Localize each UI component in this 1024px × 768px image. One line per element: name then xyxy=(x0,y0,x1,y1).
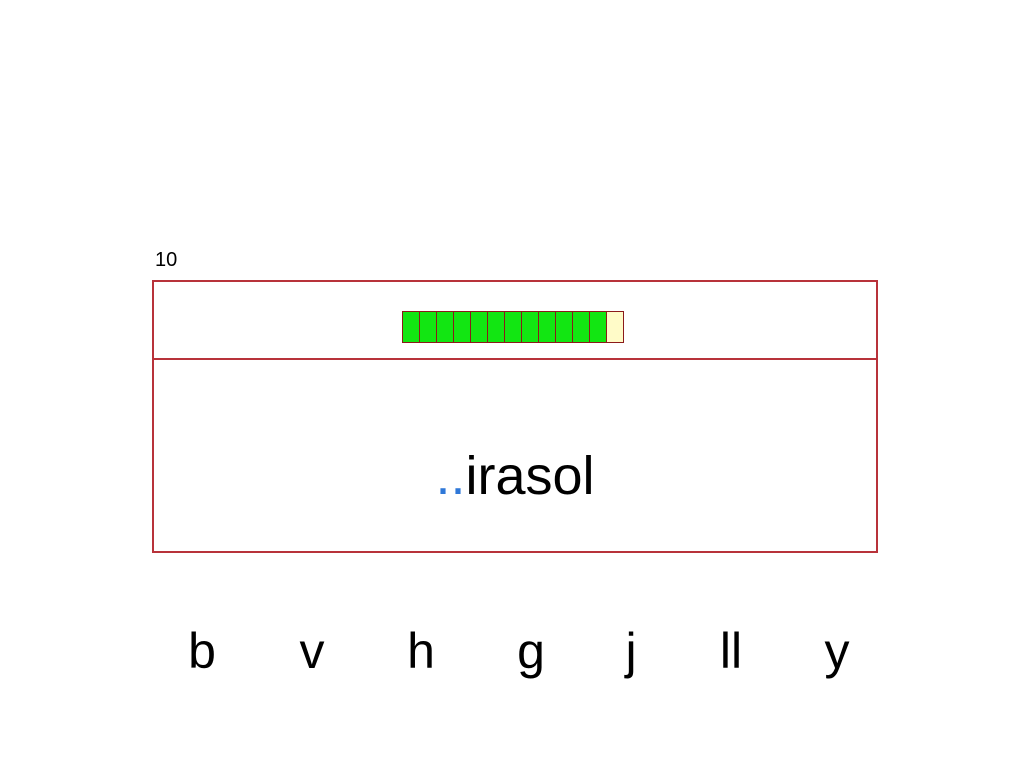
progress-cell-filled xyxy=(453,311,471,343)
word-display: ..irasol xyxy=(154,446,876,506)
progress-cell-filled xyxy=(572,311,590,343)
word-board: ..irasol xyxy=(152,280,878,553)
letter-choices: b v h g j ll y xyxy=(0,618,1024,688)
progress-cell-filled xyxy=(589,311,607,343)
progress-cell-filled xyxy=(555,311,573,343)
choice-j[interactable]: j xyxy=(625,623,637,679)
choice-v[interactable]: v xyxy=(299,623,325,679)
word-blank: .. xyxy=(435,446,466,506)
progress-cell-empty xyxy=(606,311,624,343)
word-rest: irasol xyxy=(465,446,595,506)
choice-ll[interactable]: ll xyxy=(719,623,743,679)
progress-cell-filled xyxy=(538,311,556,343)
progress-cell-filled xyxy=(504,311,522,343)
progress-cell-filled xyxy=(436,311,454,343)
progress-cell-filled xyxy=(521,311,539,343)
progress-cell-filled xyxy=(487,311,505,343)
progress-bar xyxy=(402,311,624,343)
choice-h[interactable]: h xyxy=(407,623,435,679)
progress-cell-filled xyxy=(470,311,488,343)
choice-y[interactable]: y xyxy=(824,623,850,679)
progress-area xyxy=(154,282,876,360)
counter-value: 10 xyxy=(155,249,178,271)
choice-g[interactable]: g xyxy=(517,623,545,679)
progress-cell-filled xyxy=(402,311,420,343)
progress-cell-filled xyxy=(419,311,437,343)
choice-b[interactable]: b xyxy=(188,623,216,679)
